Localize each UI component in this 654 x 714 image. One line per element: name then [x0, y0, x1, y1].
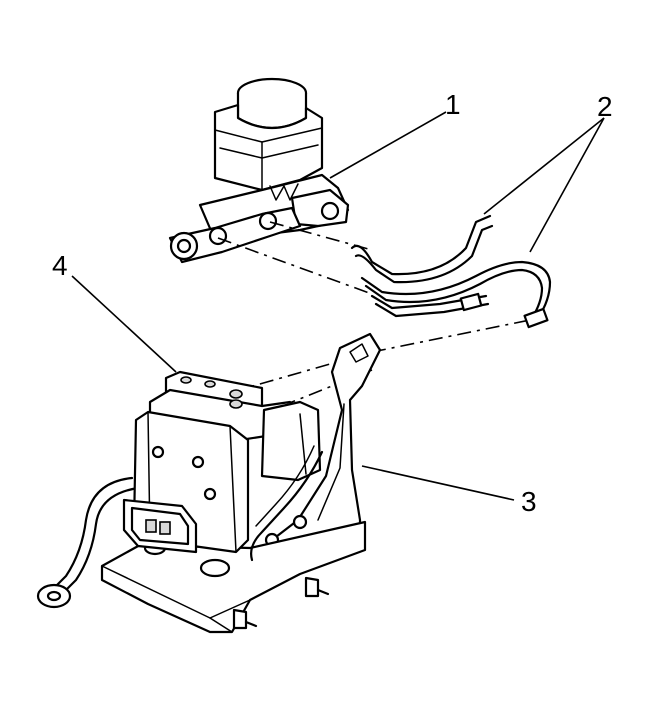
leader-lines	[71, 111, 605, 501]
alignment-lines	[217, 221, 541, 407]
leader-line-3	[361, 465, 515, 501]
brake-modulator-assembly	[122, 370, 324, 562]
leader-line-2a	[483, 117, 605, 215]
callout-4: 4	[52, 250, 68, 281]
leader-line-1	[329, 111, 447, 179]
ground-strap	[36, 476, 140, 609]
electrical-connector	[122, 498, 198, 554]
brake-master-cylinder	[168, 77, 350, 264]
callout-1: 1	[445, 89, 461, 120]
callout-3: 3	[521, 486, 537, 517]
mounting-stud	[232, 608, 258, 630]
brake-pipes	[350, 214, 552, 329]
callout-2: 2	[597, 91, 613, 122]
leader-line-4	[71, 275, 177, 373]
mounting-stud	[304, 576, 330, 598]
leader-line-2b	[529, 117, 605, 253]
